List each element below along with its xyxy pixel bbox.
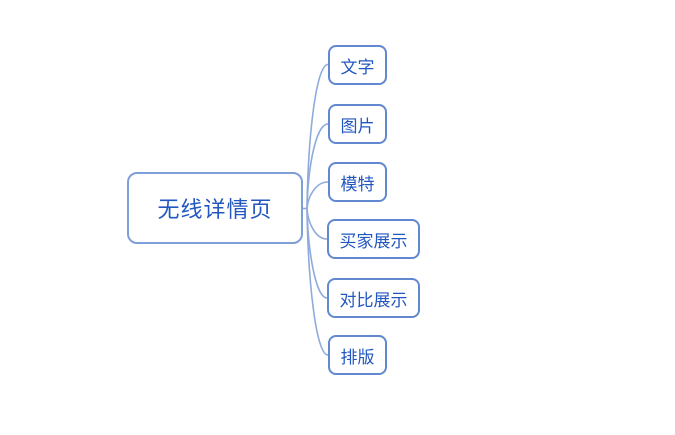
root-node-wireless-detail-page[interactable]: 无线详情页 (127, 172, 303, 244)
node-model[interactable]: 模特 (328, 162, 387, 202)
connector-to-model (306, 181, 329, 209)
node-comparison-display[interactable]: 对比展示 (327, 278, 420, 318)
connector-to-image (306, 123, 329, 209)
root-node-label: 无线详情页 (157, 198, 273, 223)
node-buyer-display-label: 买家展示 (339, 231, 408, 252)
node-layout[interactable]: 排版 (328, 335, 387, 375)
node-comparison-display-label: 对比展示 (339, 290, 408, 311)
node-model-label: 模特 (340, 174, 375, 195)
node-buyer-display[interactable]: 买家展示 (327, 219, 420, 259)
connector-to-buyer-display (306, 208, 328, 240)
node-layout-label: 排版 (340, 347, 375, 368)
node-image[interactable]: 图片 (328, 104, 387, 144)
connector-to-layout (306, 208, 329, 356)
node-text-label: 文字 (340, 57, 375, 78)
node-text[interactable]: 文字 (328, 45, 387, 85)
node-image-label: 图片 (340, 116, 375, 137)
